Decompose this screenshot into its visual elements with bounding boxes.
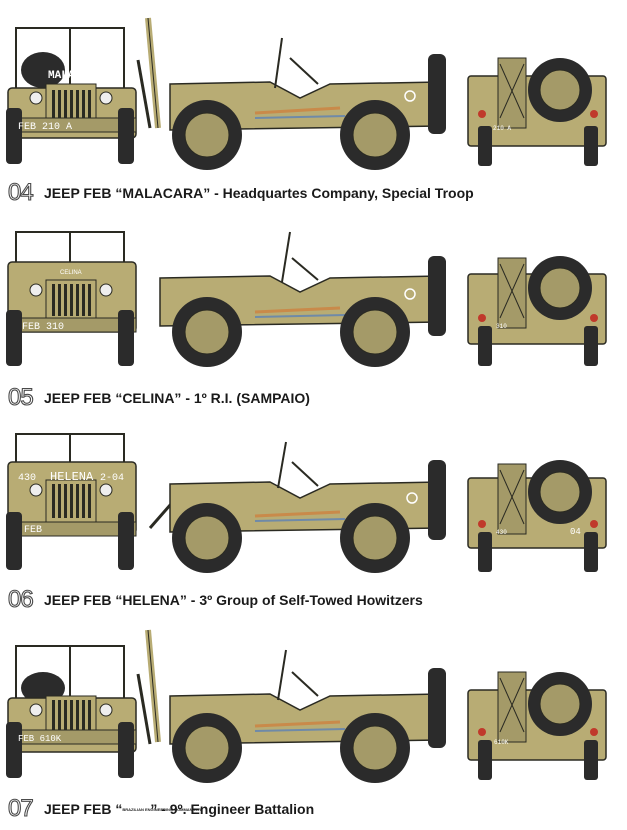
plate-row-05: CELINA FEB 310 310 — [0, 222, 627, 422]
caption-text: JEEP FEB “CELINA” - 1º R.I. (SAMPAIO) — [44, 390, 310, 406]
hood-right-mark: 2-04 — [100, 473, 124, 484]
jeep-rear-view — [467, 256, 607, 366]
jeep-side-view — [145, 629, 446, 783]
jeep-front-view — [6, 27, 152, 164]
jeep-illustration: MALACARA FEB 210 A — [6, 17, 607, 170]
jeep-front-view — [6, 231, 137, 366]
caption-text: JEEP FEB “BRAZILIAN ENGINEERING COMMANDE… — [44, 801, 314, 817]
rear-plate: 430 — [496, 529, 507, 536]
plate-number: 04 — [7, 178, 34, 206]
jeep-side-view — [159, 231, 446, 367]
rear-plate: 210 A — [493, 125, 511, 132]
jeep-rear-view — [467, 460, 607, 572]
jeep-illustration: FEB 610K 610K — [6, 629, 607, 783]
bumper-plate: FEB 610K — [18, 734, 62, 744]
jeep-illustration: 430 HELENA 2-04 FEB — [6, 433, 607, 573]
caption-04: 04 JEEP FEB “MALACARA” - Headquartes Com… — [7, 178, 474, 208]
jeep-rear-view — [467, 671, 607, 780]
plate-row-06: 430 HELENA 2-04 FEB — [0, 428, 627, 628]
jeep-side-view — [145, 17, 446, 170]
caption-post: ” - 9º. Engineer Battalion — [150, 801, 315, 817]
jeep-side-view — [148, 441, 446, 573]
jeep-front-view — [6, 433, 137, 570]
plate-number: 07 — [7, 794, 34, 822]
hood-name: CELINA — [60, 270, 82, 276]
plate-number: 05 — [7, 383, 34, 411]
caption-07: 07 JEEP FEB “BRAZILIAN ENGINEERING COMMA… — [7, 794, 314, 824]
caption-pre: JEEP FEB “ — [44, 801, 123, 817]
brazilian-engineering-insignia: BRAZILIAN ENGINEERING COMMANDER — [122, 807, 201, 813]
jeep-illustration: CELINA FEB 310 310 — [6, 231, 607, 367]
caption-text: JEEP FEB “HELENA” - 3º Group of Self-Tow… — [44, 592, 423, 608]
hood-name: HELENA — [50, 470, 94, 484]
hood-name: MALACARA — [48, 70, 101, 82]
plate-number: 06 — [7, 585, 34, 613]
bumper-plate: FEB 310 — [22, 322, 64, 333]
caption-06: 06 JEEP FEB “HELENA” - 3º Group of Self-… — [7, 585, 423, 615]
rear-plate: 310 — [496, 323, 507, 330]
caption-05: 05 JEEP FEB “CELINA” - 1º R.I. (SAMPAIO) — [7, 383, 310, 413]
hood-left-mark: 430 — [18, 473, 36, 484]
plate-row-07: FEB 610K 610K — [0, 626, 627, 830]
bumper-plate: FEB — [24, 525, 42, 536]
caption-text: JEEP FEB “MALACARA” - Headquartes Compan… — [44, 185, 474, 201]
bumper-plate: FEB 210 A — [18, 122, 72, 133]
jeep-rear-view — [467, 57, 607, 166]
jeep-front-view — [6, 645, 152, 778]
rear-plate: 610K — [494, 739, 509, 746]
plate-row-04: MALACARA FEB 210 A — [0, 8, 627, 218]
rear-right-mark: 04 — [570, 527, 581, 537]
